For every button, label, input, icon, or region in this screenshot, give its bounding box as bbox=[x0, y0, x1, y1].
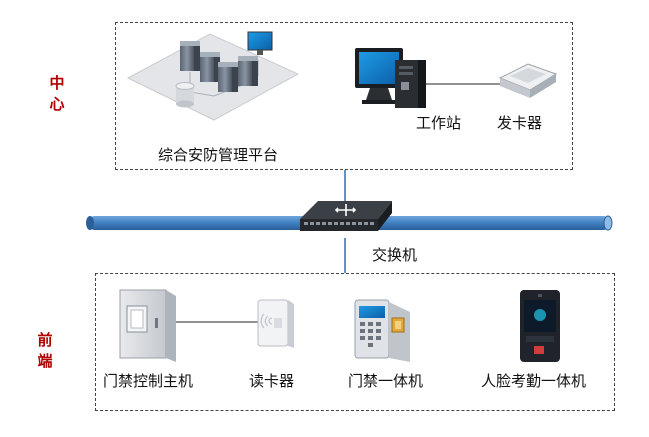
access-controller-label: 门禁控制主机 bbox=[103, 372, 194, 390]
switch-label: 交换机 bbox=[372, 246, 418, 264]
platform-label: 综合安防管理平台 bbox=[158, 146, 279, 164]
card-issuer-icon bbox=[498, 63, 558, 98]
card-issuer-label: 发卡器 bbox=[497, 114, 543, 132]
card-reader-label: 读卡器 bbox=[249, 372, 295, 390]
access-terminal-icon bbox=[354, 299, 410, 362]
workstation-icon bbox=[355, 48, 426, 108]
card-reader-icon bbox=[257, 299, 294, 348]
center-zone-label-line1: 中 bbox=[49, 74, 65, 92]
center-zone-label: 中 心 bbox=[48, 73, 66, 115]
access-controller-icon bbox=[119, 289, 176, 362]
frontend-zone-label: 前 端 bbox=[36, 330, 54, 372]
platform-servers-icon bbox=[126, 31, 300, 121]
frontend-zone-box bbox=[95, 273, 615, 411]
workstation-label: 工作站 bbox=[416, 114, 462, 132]
switch-icon bbox=[300, 201, 392, 231]
face-terminal-label: 人脸考勤一体机 bbox=[481, 372, 587, 390]
center-zone-box bbox=[115, 22, 573, 170]
center-zone-label-line2: 心 bbox=[49, 95, 65, 113]
frontend-zone-label-line1: 前 bbox=[37, 331, 53, 349]
access-terminal-label: 门禁一体机 bbox=[348, 372, 424, 390]
frontend-zone-label-line2: 端 bbox=[37, 352, 53, 370]
face-terminal-icon bbox=[520, 290, 560, 362]
